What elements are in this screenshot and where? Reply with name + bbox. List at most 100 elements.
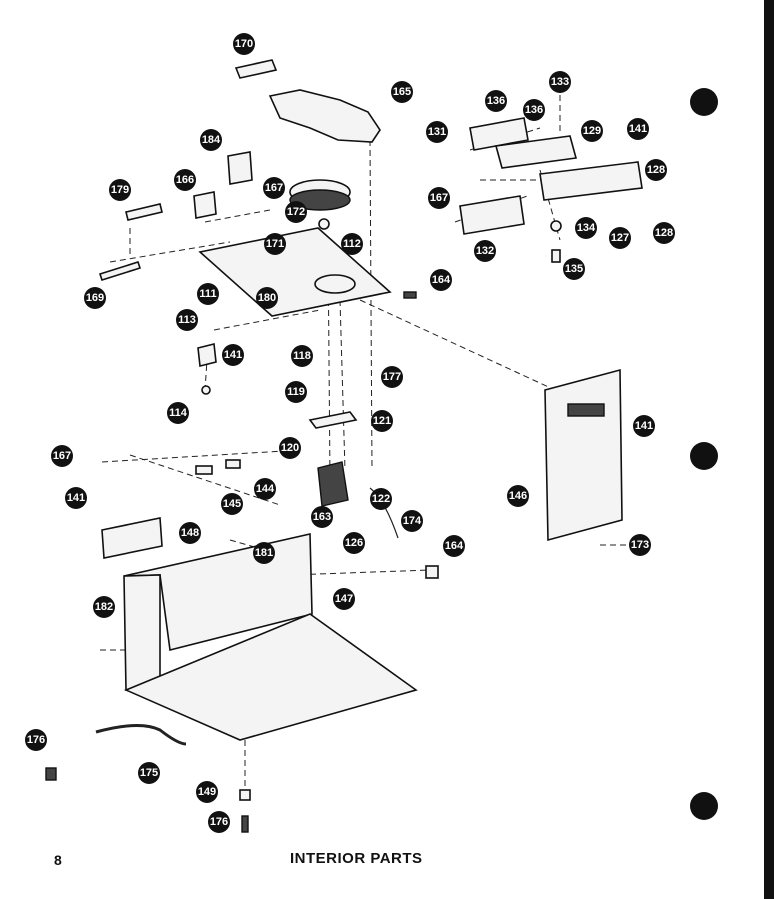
svg-text:118: 118 xyxy=(293,350,311,362)
svg-text:127: 127 xyxy=(611,232,629,244)
callout-141: 141 xyxy=(633,415,655,437)
svg-text:176: 176 xyxy=(27,734,45,746)
svg-text:176: 176 xyxy=(210,816,228,828)
callout-146: 146 xyxy=(507,485,529,507)
svg-text:172: 172 xyxy=(287,206,305,218)
callout-164: 164 xyxy=(430,269,452,291)
callout-layer: 170 165 184 179 166 167 172 171 112 111 … xyxy=(25,33,675,833)
callout-141: 141 xyxy=(65,487,87,509)
svg-text:113: 113 xyxy=(178,314,196,326)
callout-122: 122 xyxy=(370,488,392,510)
callout-128: 128 xyxy=(653,222,675,244)
callout-135: 135 xyxy=(563,258,585,280)
callout-121: 121 xyxy=(371,410,393,432)
callout-145: 145 xyxy=(221,493,243,515)
svg-text:173: 173 xyxy=(631,539,649,551)
svg-text:144: 144 xyxy=(256,483,275,495)
svg-text:133: 133 xyxy=(551,76,569,88)
svg-text:112: 112 xyxy=(343,238,361,250)
callout-141: 141 xyxy=(222,344,244,366)
svg-text:169: 169 xyxy=(86,292,104,304)
callout-167: 167 xyxy=(428,187,450,209)
svg-text:181: 181 xyxy=(255,547,273,559)
binder-hole-middle xyxy=(690,442,718,470)
callout-112: 112 xyxy=(341,233,363,255)
binder-hole-top xyxy=(690,88,718,116)
callout-149: 149 xyxy=(196,781,218,803)
callout-172: 172 xyxy=(285,201,307,223)
callout-113: 113 xyxy=(176,309,198,331)
svg-text:148: 148 xyxy=(181,527,199,539)
callout-176: 176 xyxy=(208,811,230,833)
svg-text:164: 164 xyxy=(445,540,464,552)
svg-text:121: 121 xyxy=(373,415,391,427)
svg-text:147: 147 xyxy=(335,593,353,605)
callout-184: 184 xyxy=(200,129,222,151)
svg-text:119: 119 xyxy=(287,386,305,398)
callout-165: 165 xyxy=(391,81,413,103)
svg-text:128: 128 xyxy=(655,227,673,239)
svg-text:182: 182 xyxy=(95,601,113,613)
callout-169: 169 xyxy=(84,287,106,309)
callout-119: 119 xyxy=(285,381,307,403)
callout-163: 163 xyxy=(311,506,333,528)
callout-132: 132 xyxy=(474,240,496,262)
svg-text:174: 174 xyxy=(403,515,422,527)
svg-text:134: 134 xyxy=(577,222,596,234)
svg-text:166: 166 xyxy=(176,174,194,186)
callout-134: 134 xyxy=(575,217,597,239)
callout-144: 144 xyxy=(254,478,276,500)
callout-182: 182 xyxy=(93,596,115,618)
callout-174: 174 xyxy=(401,510,423,532)
callout-167: 167 xyxy=(263,177,285,199)
callout-128: 128 xyxy=(645,159,667,181)
callout-171: 171 xyxy=(264,233,286,255)
svg-text:146: 146 xyxy=(509,490,527,502)
callout-177: 177 xyxy=(381,366,403,388)
svg-text:177: 177 xyxy=(383,371,401,383)
callout-176: 176 xyxy=(25,729,47,751)
binder-hole-bottom xyxy=(690,792,718,820)
svg-text:180: 180 xyxy=(258,292,276,304)
svg-text:136: 136 xyxy=(525,104,543,116)
svg-text:129: 129 xyxy=(583,125,601,137)
callout-131: 131 xyxy=(426,121,448,143)
svg-text:141: 141 xyxy=(635,420,653,432)
svg-text:131: 131 xyxy=(428,126,446,138)
callout-173: 173 xyxy=(629,534,651,556)
page-number: 8 xyxy=(54,852,62,868)
svg-text:170: 170 xyxy=(235,38,253,50)
svg-text:136: 136 xyxy=(487,95,505,107)
callout-127: 127 xyxy=(609,227,631,249)
callout-148: 148 xyxy=(179,522,201,544)
part-shapes xyxy=(45,59,643,833)
callout-166: 166 xyxy=(174,169,196,191)
svg-text:184: 184 xyxy=(202,134,221,146)
callout-167: 167 xyxy=(51,445,73,467)
callout-147: 147 xyxy=(333,588,355,610)
svg-text:167: 167 xyxy=(265,182,283,194)
svg-text:167: 167 xyxy=(53,450,71,462)
svg-text:128: 128 xyxy=(647,164,665,176)
svg-text:141: 141 xyxy=(629,123,647,135)
callout-141: 141 xyxy=(627,118,649,140)
callout-133: 133 xyxy=(549,71,571,93)
callout-181: 181 xyxy=(253,542,275,564)
svg-text:122: 122 xyxy=(372,493,390,505)
callout-136: 136 xyxy=(485,90,507,112)
svg-text:135: 135 xyxy=(565,263,583,275)
svg-text:141: 141 xyxy=(67,492,85,504)
callout-164: 164 xyxy=(443,535,465,557)
callout-118: 118 xyxy=(291,345,313,367)
callout-111: 111 xyxy=(197,283,219,305)
svg-text:120: 120 xyxy=(281,442,299,454)
svg-text:141: 141 xyxy=(224,349,242,361)
callout-114: 114 xyxy=(167,402,189,424)
svg-text:165: 165 xyxy=(393,86,411,98)
callout-175: 175 xyxy=(138,762,160,784)
callout-120: 120 xyxy=(279,437,301,459)
callout-136: 136 xyxy=(523,99,545,121)
callout-180: 180 xyxy=(256,287,278,309)
svg-text:179: 179 xyxy=(111,184,129,196)
